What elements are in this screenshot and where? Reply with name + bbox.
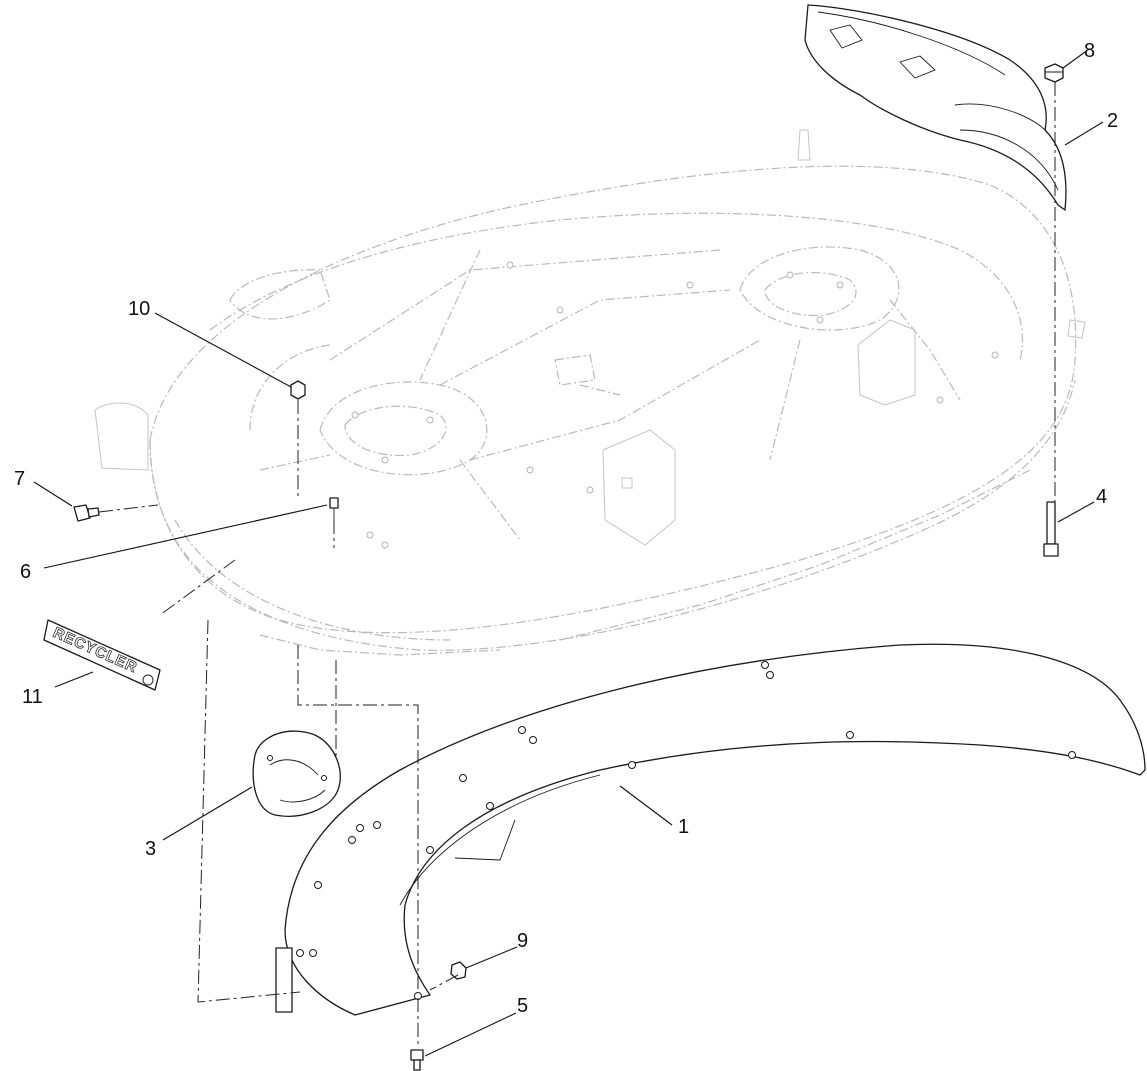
mower-deck-ghost [94,129,1086,656]
part-11-recycler-decal: RECYCLER [43,619,161,691]
callout-6: 6 [20,561,31,583]
part-4-bolt [1043,501,1059,557]
callout-9: 9 [517,930,528,952]
part-1-baffle [275,643,1146,1016]
callout-leader-lines [33,51,1104,1057]
part-2-discharge-chute [804,4,1067,211]
callout-7: 7 [14,468,25,490]
callout-5: 5 [517,995,528,1017]
callout-3: 3 [145,838,156,860]
callout-2: 2 [1107,110,1118,132]
callout-4: 4 [1096,486,1107,508]
callout-11: 11 [22,686,43,708]
part-10-nut [290,380,306,400]
part-7-bolt [73,504,100,522]
callout-8: 8 [1084,40,1095,62]
assembly-phantom-lines [98,82,1056,1048]
callout-labels: 1 2 3 4 5 6 7 8 9 10 11 [14,40,1118,1017]
part-6-bolt [329,497,339,520]
callout-10: 10 [128,298,150,320]
part-3-cover [252,730,341,817]
part-9-nut [450,961,467,980]
part-5-bolt [410,1049,424,1071]
callout-1: 1 [678,816,689,838]
part-8-nut [1044,63,1064,83]
decal-text: RECYCLER [50,624,140,676]
